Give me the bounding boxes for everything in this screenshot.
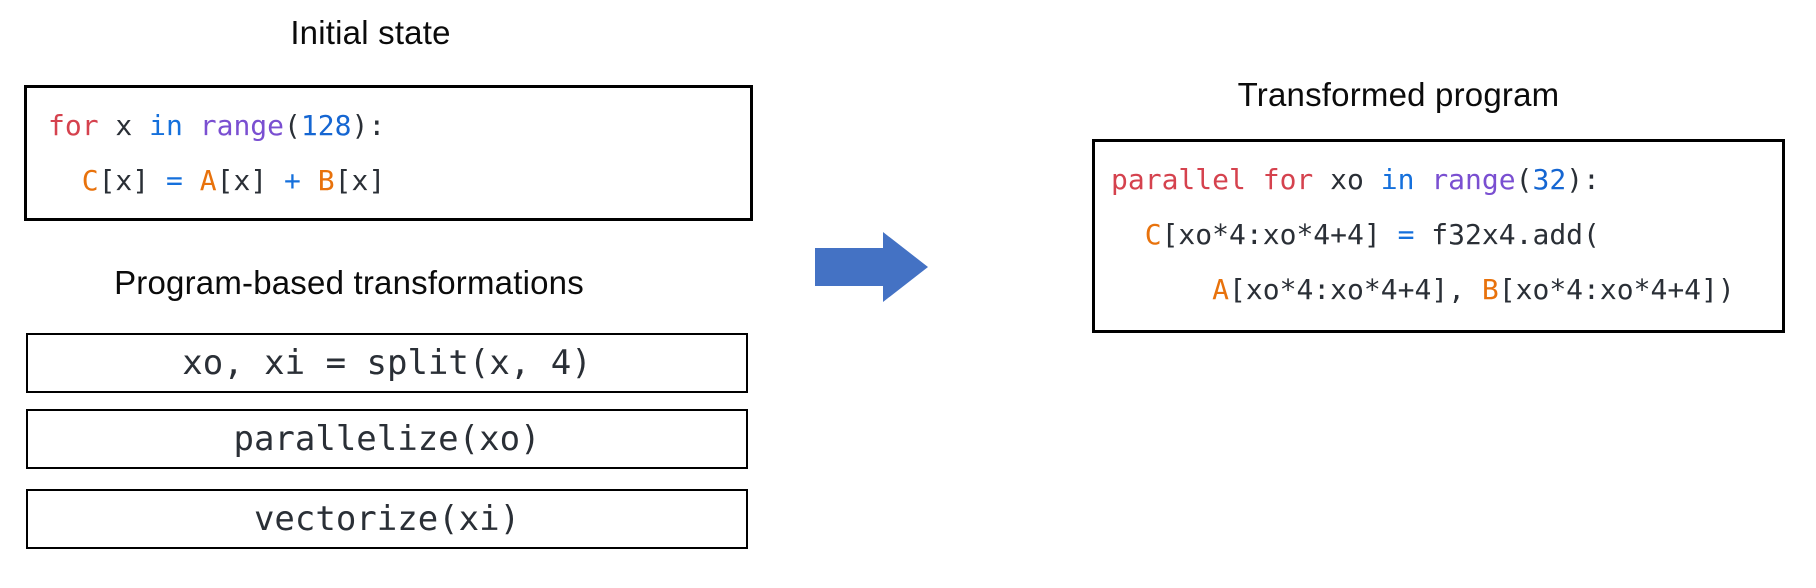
transformation-step-parallelize: parallelize(xo): [26, 409, 748, 469]
code-line: for x in range(128):: [48, 109, 386, 142]
transformation-step-split: xo, xi = split(x, 4): [26, 333, 748, 393]
code-line: C[xo*4:xo*4+4] = f32x4.add(: [1144, 218, 1600, 251]
initial-state-title: Initial state: [290, 14, 451, 51]
right-arrow-icon: [815, 232, 928, 302]
transformed-program-code-box: parallel for xo in range(32): C[xo*4:xo*…: [1092, 139, 1785, 333]
code-line: C[x] = A[x] + B[x]: [81, 164, 386, 197]
code-line: parallel for xo in range(32):: [1111, 163, 1600, 196]
transformation-step-vectorize: vectorize(xi): [26, 489, 748, 549]
code-line: A[xo*4:xo*4+4], B[xo*4:xo*4+4]): [1212, 273, 1735, 306]
initial-state-code-box: for x in range(128): C[x] = A[x] + B[x]: [24, 85, 753, 221]
transformed-program-title: Transformed program: [1237, 76, 1560, 113]
transformations-title: Program-based transformations: [114, 264, 584, 301]
